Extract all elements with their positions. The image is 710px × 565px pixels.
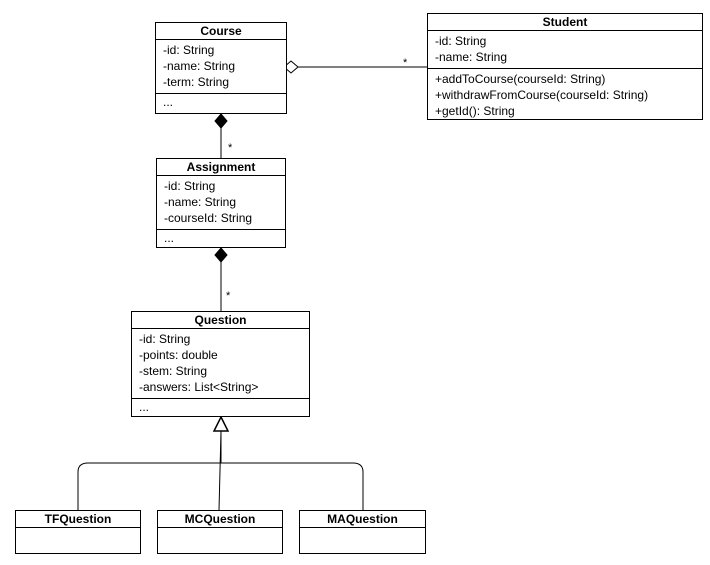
student-operation: +withdrawFromCourse(courseId: String) xyxy=(435,88,649,102)
question-class-box[interactable]: Question -id: String -points: double -st… xyxy=(131,311,310,417)
assignment-more: ... xyxy=(164,231,175,245)
question-more: ... xyxy=(139,400,150,414)
course-assignment-multiplicity: * xyxy=(228,142,233,154)
maquestion-generalization-line xyxy=(221,462,364,510)
question-attribute: -points: double xyxy=(139,348,218,362)
question-class-name: Question xyxy=(132,312,309,329)
question-attribute: -id: String xyxy=(139,332,191,346)
generalization-triangle-icon xyxy=(212,415,230,432)
assignment-class-name: Assignment xyxy=(157,159,285,176)
course-attributes: -id: String -name: String -term: String xyxy=(156,40,286,94)
student-operation: +getId(): String xyxy=(435,104,515,118)
student-attribute: -id: String xyxy=(435,34,487,48)
course-class-name: Course xyxy=(156,23,286,40)
course-attribute: -id: String xyxy=(163,43,215,57)
course-attribute: -name: String xyxy=(163,59,236,73)
assignment-class-box[interactable]: Assignment -id: String -name: String -co… xyxy=(156,158,286,248)
mcquestion-generalization-line xyxy=(218,430,222,511)
student-attribute: -name: String xyxy=(435,50,508,64)
composition-diamond-icon xyxy=(214,113,228,129)
tfquestion-class-box[interactable]: TFQuestion xyxy=(15,510,141,554)
tfquestion-class-name: TFQuestion xyxy=(16,511,140,528)
assignment-attribute: -name: String xyxy=(164,195,237,209)
assignment-attribute: -id: String xyxy=(164,179,216,193)
question-attribute: -answers: List<String> xyxy=(139,380,259,394)
student-operations: +addToCourse(courseId: String) +withdraw… xyxy=(428,69,702,122)
assignment-attribute: -courseId: String xyxy=(164,211,253,225)
mcquestion-class-name: MCQuestion xyxy=(158,511,282,528)
aggregation-diamond-icon xyxy=(283,60,299,74)
question-attributes: -id: String -points: double -stem: Strin… xyxy=(132,329,309,399)
assignment-attributes: -id: String -name: String -courseId: Str… xyxy=(157,176,285,230)
maquestion-class-name: MAQuestion xyxy=(300,511,425,528)
course-more: ... xyxy=(163,95,174,109)
composition-diamond-icon xyxy=(214,247,228,263)
student-operation: +addToCourse(courseId: String) xyxy=(435,72,606,86)
assignment-question-multiplicity: * xyxy=(226,290,231,302)
student-class-box[interactable]: Student -id: String -name: String +addTo… xyxy=(427,13,703,120)
student-class-name: Student xyxy=(428,14,702,31)
mcquestion-class-box[interactable]: MCQuestion xyxy=(157,510,283,554)
question-attribute: -stem: String xyxy=(139,364,208,378)
course-class-box[interactable]: Course -id: String -name: String -term: … xyxy=(155,22,287,114)
course-student-multiplicity: * xyxy=(403,57,408,69)
course-attribute: -term: String xyxy=(163,75,230,89)
maquestion-class-box[interactable]: MAQuestion xyxy=(299,510,426,554)
tfquestion-generalization-line xyxy=(77,431,222,510)
student-attributes: -id: String -name: String xyxy=(428,31,702,69)
